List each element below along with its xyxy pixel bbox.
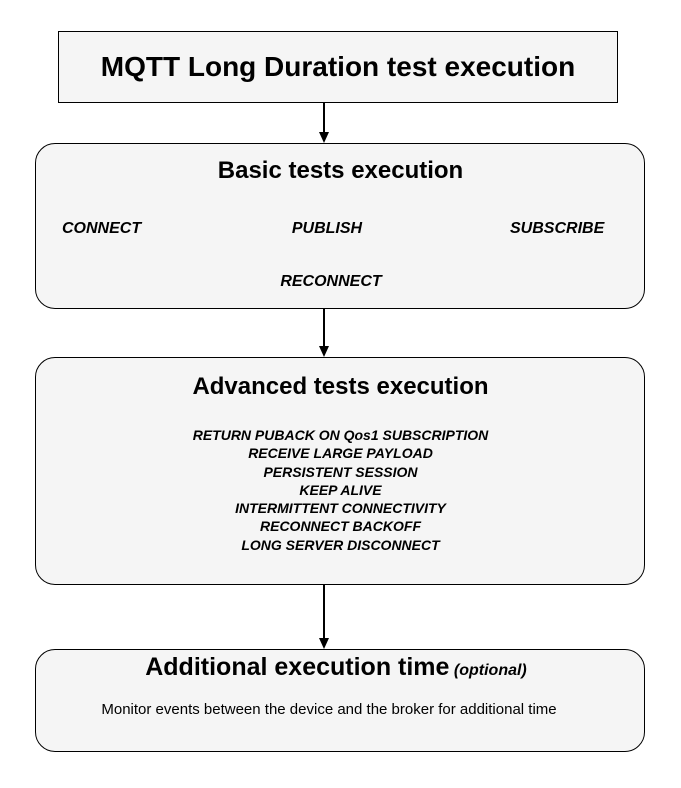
advanced-tests-title: Advanced tests execution <box>192 373 489 400</box>
arrow-down-connector-3 <box>316 585 332 649</box>
arrowhead-down-icon <box>319 346 329 357</box>
advanced-item: PERSISTENT SESSION <box>263 463 418 480</box>
additional-time-title-text: Additional execution time <box>145 653 450 681</box>
arrow-shaft <box>323 309 325 346</box>
node-advanced-tests-execution <box>35 357 645 585</box>
additional-time-optional-label: (optional) <box>453 662 527 679</box>
advanced-tests-list: RETURN PUBACK ON Qos1 SUBSCRIPTION RECEI… <box>0 426 681 554</box>
basic-item-publish: PUBLISH <box>291 220 363 237</box>
arrowhead-down-icon <box>319 638 329 649</box>
additional-time-description: Monitor events between the device and th… <box>101 701 557 718</box>
arrowhead-down-icon <box>319 132 329 143</box>
advanced-item: RECONNECT BACKOFF <box>260 518 421 535</box>
arrow-down-connector-1 <box>316 103 332 143</box>
arrow-shaft <box>323 103 325 132</box>
additional-time-title: Additional execution time (optional) <box>0 653 672 682</box>
basic-item-connect: CONNECT <box>62 220 142 237</box>
advanced-item: RETURN PUBACK ON Qos1 SUBSCRIPTION <box>192 427 489 443</box>
node-basic-tests-execution <box>35 143 645 309</box>
node-mqtt-long-duration-test-execution: MQTT Long Duration test execution <box>58 31 618 103</box>
arrow-shaft <box>323 585 325 638</box>
node-title: MQTT Long Duration test execution <box>100 51 576 82</box>
advanced-item: KEEP ALIVE <box>299 481 382 498</box>
basic-tests-title: Basic tests execution <box>217 157 464 184</box>
basic-item-reconnect: RECONNECT <box>280 273 382 290</box>
advanced-item: INTERMITTENT CONNECTIVITY <box>235 500 446 517</box>
node-additional-execution-time <box>35 649 645 752</box>
advanced-item: RECEIVE LARGE PAYLOAD <box>248 445 433 462</box>
advanced-item: LONG SERVER DISCONNECT <box>241 536 440 553</box>
arrow-down-connector-2 <box>316 309 332 357</box>
basic-item-subscribe: SUBSCRIBE <box>510 220 605 237</box>
